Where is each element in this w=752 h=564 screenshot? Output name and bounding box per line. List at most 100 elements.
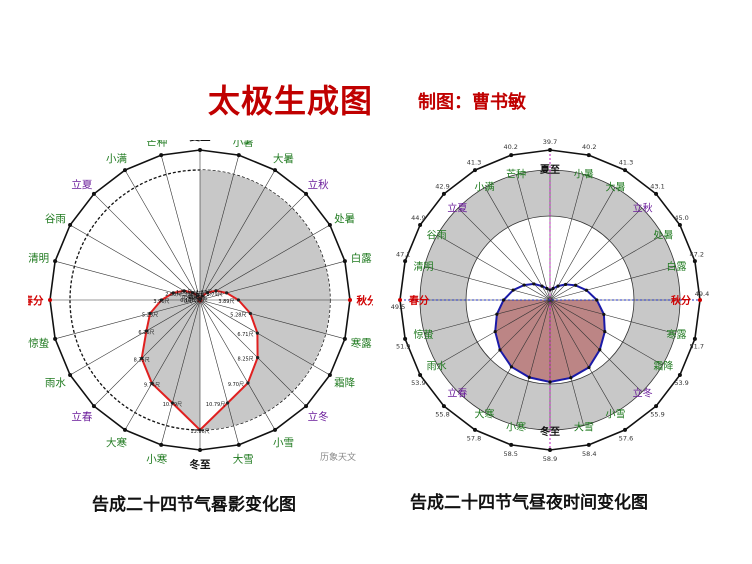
value-label: 10.79尺 <box>163 402 182 408</box>
data-point <box>548 288 552 292</box>
term-label: 立秋 <box>633 201 653 214</box>
term-label: 大寒 <box>106 436 127 449</box>
data-point <box>225 291 229 295</box>
term-label: 夏至 <box>539 164 560 176</box>
term-label: 小满 <box>106 153 127 165</box>
term-dot <box>473 427 477 432</box>
spoke-line <box>199 155 240 301</box>
term-dot <box>304 191 309 196</box>
term-dot <box>123 427 127 432</box>
term-dot <box>692 259 697 264</box>
value-label: 40.2 <box>503 143 517 151</box>
value-label: 5.23尺 <box>142 312 158 318</box>
term-dot <box>327 373 332 377</box>
spoke-line <box>199 299 276 431</box>
data-point <box>140 356 144 360</box>
data-point <box>548 380 552 384</box>
term-dot <box>68 373 73 377</box>
term-label: 春分 <box>28 294 44 307</box>
data-point <box>236 298 241 302</box>
term-dot <box>698 298 702 302</box>
term-label: 小寒 <box>506 421 526 434</box>
data-point <box>150 381 154 385</box>
data-point <box>182 289 186 293</box>
term-label: 大暑 <box>606 181 626 194</box>
data-point <box>246 381 250 385</box>
value-label: 6.71尺 <box>237 332 253 338</box>
spoke-line <box>549 187 616 301</box>
data-point <box>509 365 514 369</box>
term-dot <box>236 442 241 447</box>
spoke-line <box>549 299 676 334</box>
term-label: 大暑 <box>273 152 294 165</box>
author-credit: 制图：曹书敏 <box>418 92 526 113</box>
term-dot <box>403 259 408 264</box>
term-label: 冬至 <box>540 425 560 438</box>
term-dot <box>473 168 477 173</box>
spoke-line <box>199 169 276 301</box>
value-label: 55.9 <box>650 411 664 419</box>
term-dot <box>418 373 423 377</box>
spoke-line <box>199 193 307 301</box>
data-point <box>255 331 260 335</box>
data-point <box>598 348 602 352</box>
value-label: 58.5 <box>503 450 517 458</box>
value-label: 9.70尺 <box>228 382 244 388</box>
term-dot <box>677 373 682 377</box>
value-label: 42.9 <box>435 183 449 191</box>
spoke-line <box>199 224 331 301</box>
value-label: 0.12尺 <box>192 298 208 304</box>
data-point <box>584 288 589 292</box>
value-label: 10.79尺 <box>206 402 225 408</box>
value-label: 57.8 <box>467 435 481 443</box>
value-label: 0.13尺 <box>180 298 196 304</box>
data-point <box>200 294 204 298</box>
spoke-line <box>549 299 616 413</box>
spoke-line <box>549 299 663 366</box>
spoke-line <box>516 299 551 426</box>
spoke-line <box>199 299 331 376</box>
value-label: 57.6 <box>619 435 633 443</box>
spoke-line <box>484 299 551 413</box>
value-label: 45.0 <box>674 214 688 222</box>
value-label: 1.06尺 <box>185 292 201 298</box>
shadow-length-diagram: 0尺0.13尺0.48尺1.06尺1.87尺2.79尺3.89尺5.28尺6.7… <box>28 140 373 470</box>
value-label: 58.9 <box>543 455 557 463</box>
spoke-line <box>160 155 201 301</box>
term-dot <box>398 298 402 302</box>
data-point <box>603 330 607 334</box>
term-label: 立夏 <box>71 178 92 191</box>
value-label: 44.9 <box>411 214 425 222</box>
term-label: 芒种 <box>506 168 526 181</box>
data-point <box>540 284 544 288</box>
term-label: 立冬 <box>633 387 653 400</box>
spoke-line <box>437 234 551 301</box>
value-label: 39.7 <box>543 138 557 146</box>
term-dot <box>198 448 202 452</box>
term-label: 小暑 <box>574 169 594 181</box>
term-label: 霜降 <box>653 360 673 373</box>
spoke-line <box>69 224 201 301</box>
value-label: 51.7 <box>690 342 704 350</box>
term-label: 谷雨 <box>45 213 66 225</box>
spoke-line <box>549 299 643 393</box>
value-label: 43.1 <box>650 183 664 191</box>
value-label: 2.80尺 <box>165 292 181 298</box>
value-label: 47.2 <box>690 251 704 259</box>
data-point <box>171 291 175 295</box>
term-dot <box>509 153 514 158</box>
value-label: 3.89尺 <box>218 299 234 305</box>
value-label: 55.8 <box>435 411 449 419</box>
data-point <box>195 294 200 298</box>
data-point <box>556 284 560 288</box>
data-point <box>522 283 526 287</box>
spoke-line <box>93 193 201 301</box>
spoke-line <box>516 174 551 301</box>
spoke-line <box>160 299 201 445</box>
right-caption: 告成二十四节气昼夜时间变化图 <box>410 493 648 513</box>
term-label: 清明 <box>414 260 434 273</box>
value-label: 5.28尺 <box>230 312 246 318</box>
term-dot <box>623 168 627 173</box>
data-point <box>573 283 578 287</box>
value-label: 8.25尺 <box>238 357 254 363</box>
